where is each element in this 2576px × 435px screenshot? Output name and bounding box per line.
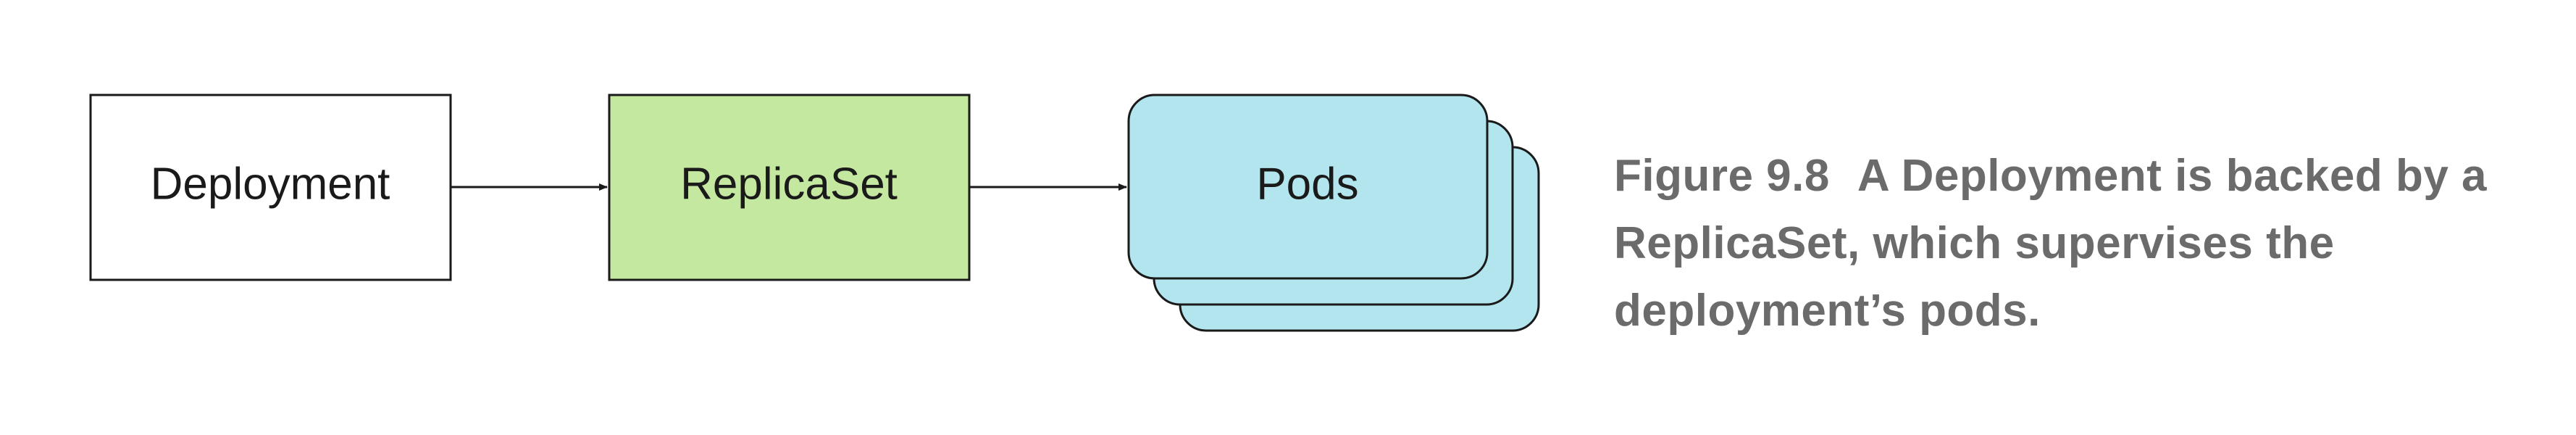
deployment-label: Deployment (151, 159, 390, 209)
replicaset-box (608, 94, 971, 281)
replicaset-node: ReplicaSet (608, 94, 971, 281)
pods-node: Pods (1127, 94, 1540, 332)
deployment-node: Deployment (89, 94, 452, 281)
pods-label: Pods (1256, 159, 1358, 209)
caption-text: A Deployment is backed by a ReplicaSet, … (1614, 151, 2488, 336)
deployment-box (89, 94, 452, 281)
replicaset-label: ReplicaSet (680, 159, 898, 209)
figure-number: Figure 9.8 (1614, 151, 1830, 201)
pods-card-front (1127, 94, 1489, 280)
